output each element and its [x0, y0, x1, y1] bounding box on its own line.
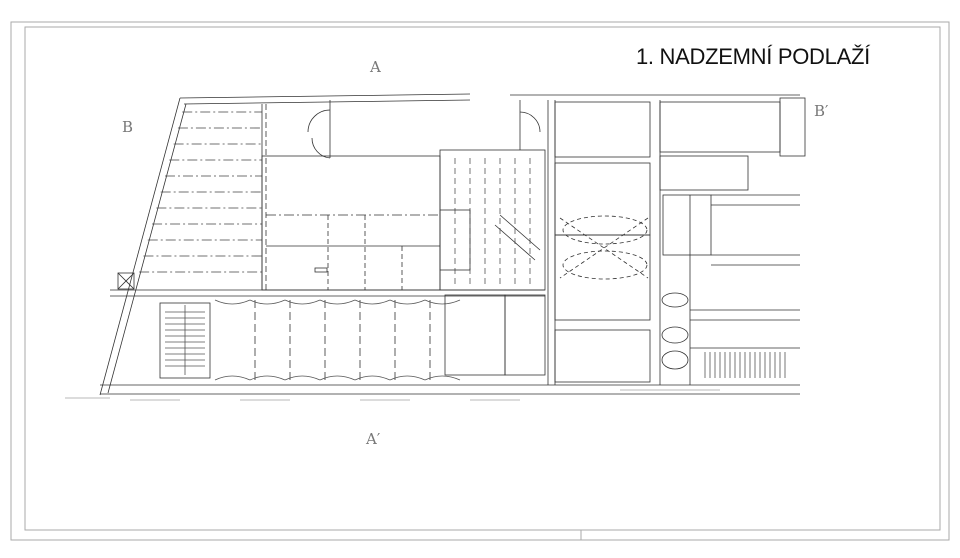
section-mark-b-prime: B′: [814, 102, 829, 120]
dimension-lines: [65, 389, 720, 401]
vault-arc: [354, 299, 391, 381]
vault-arc: [249, 299, 286, 381]
vault-arc: [424, 299, 461, 381]
drawing-title: 1. NADZEMNÍ PODLAŽÍ: [636, 44, 870, 69]
vault-arc: [284, 299, 321, 381]
vault-arc: [214, 299, 251, 381]
section-mark-b: B: [122, 118, 134, 136]
room-middle: [439, 149, 546, 376]
right-wing: [510, 94, 806, 385]
entrance-door: [307, 100, 331, 159]
room-main-hall: [261, 155, 441, 291]
vault-arc: [389, 299, 426, 381]
lower-gallery: [100, 289, 800, 395]
left-wing: [99, 93, 471, 396]
section-mark-a: A: [370, 58, 381, 76]
sheet-frame: [10, 21, 950, 541]
floor-plan: [99, 93, 806, 396]
vault-arc: [319, 299, 356, 381]
section-mark-a-prime: A′: [366, 430, 381, 448]
